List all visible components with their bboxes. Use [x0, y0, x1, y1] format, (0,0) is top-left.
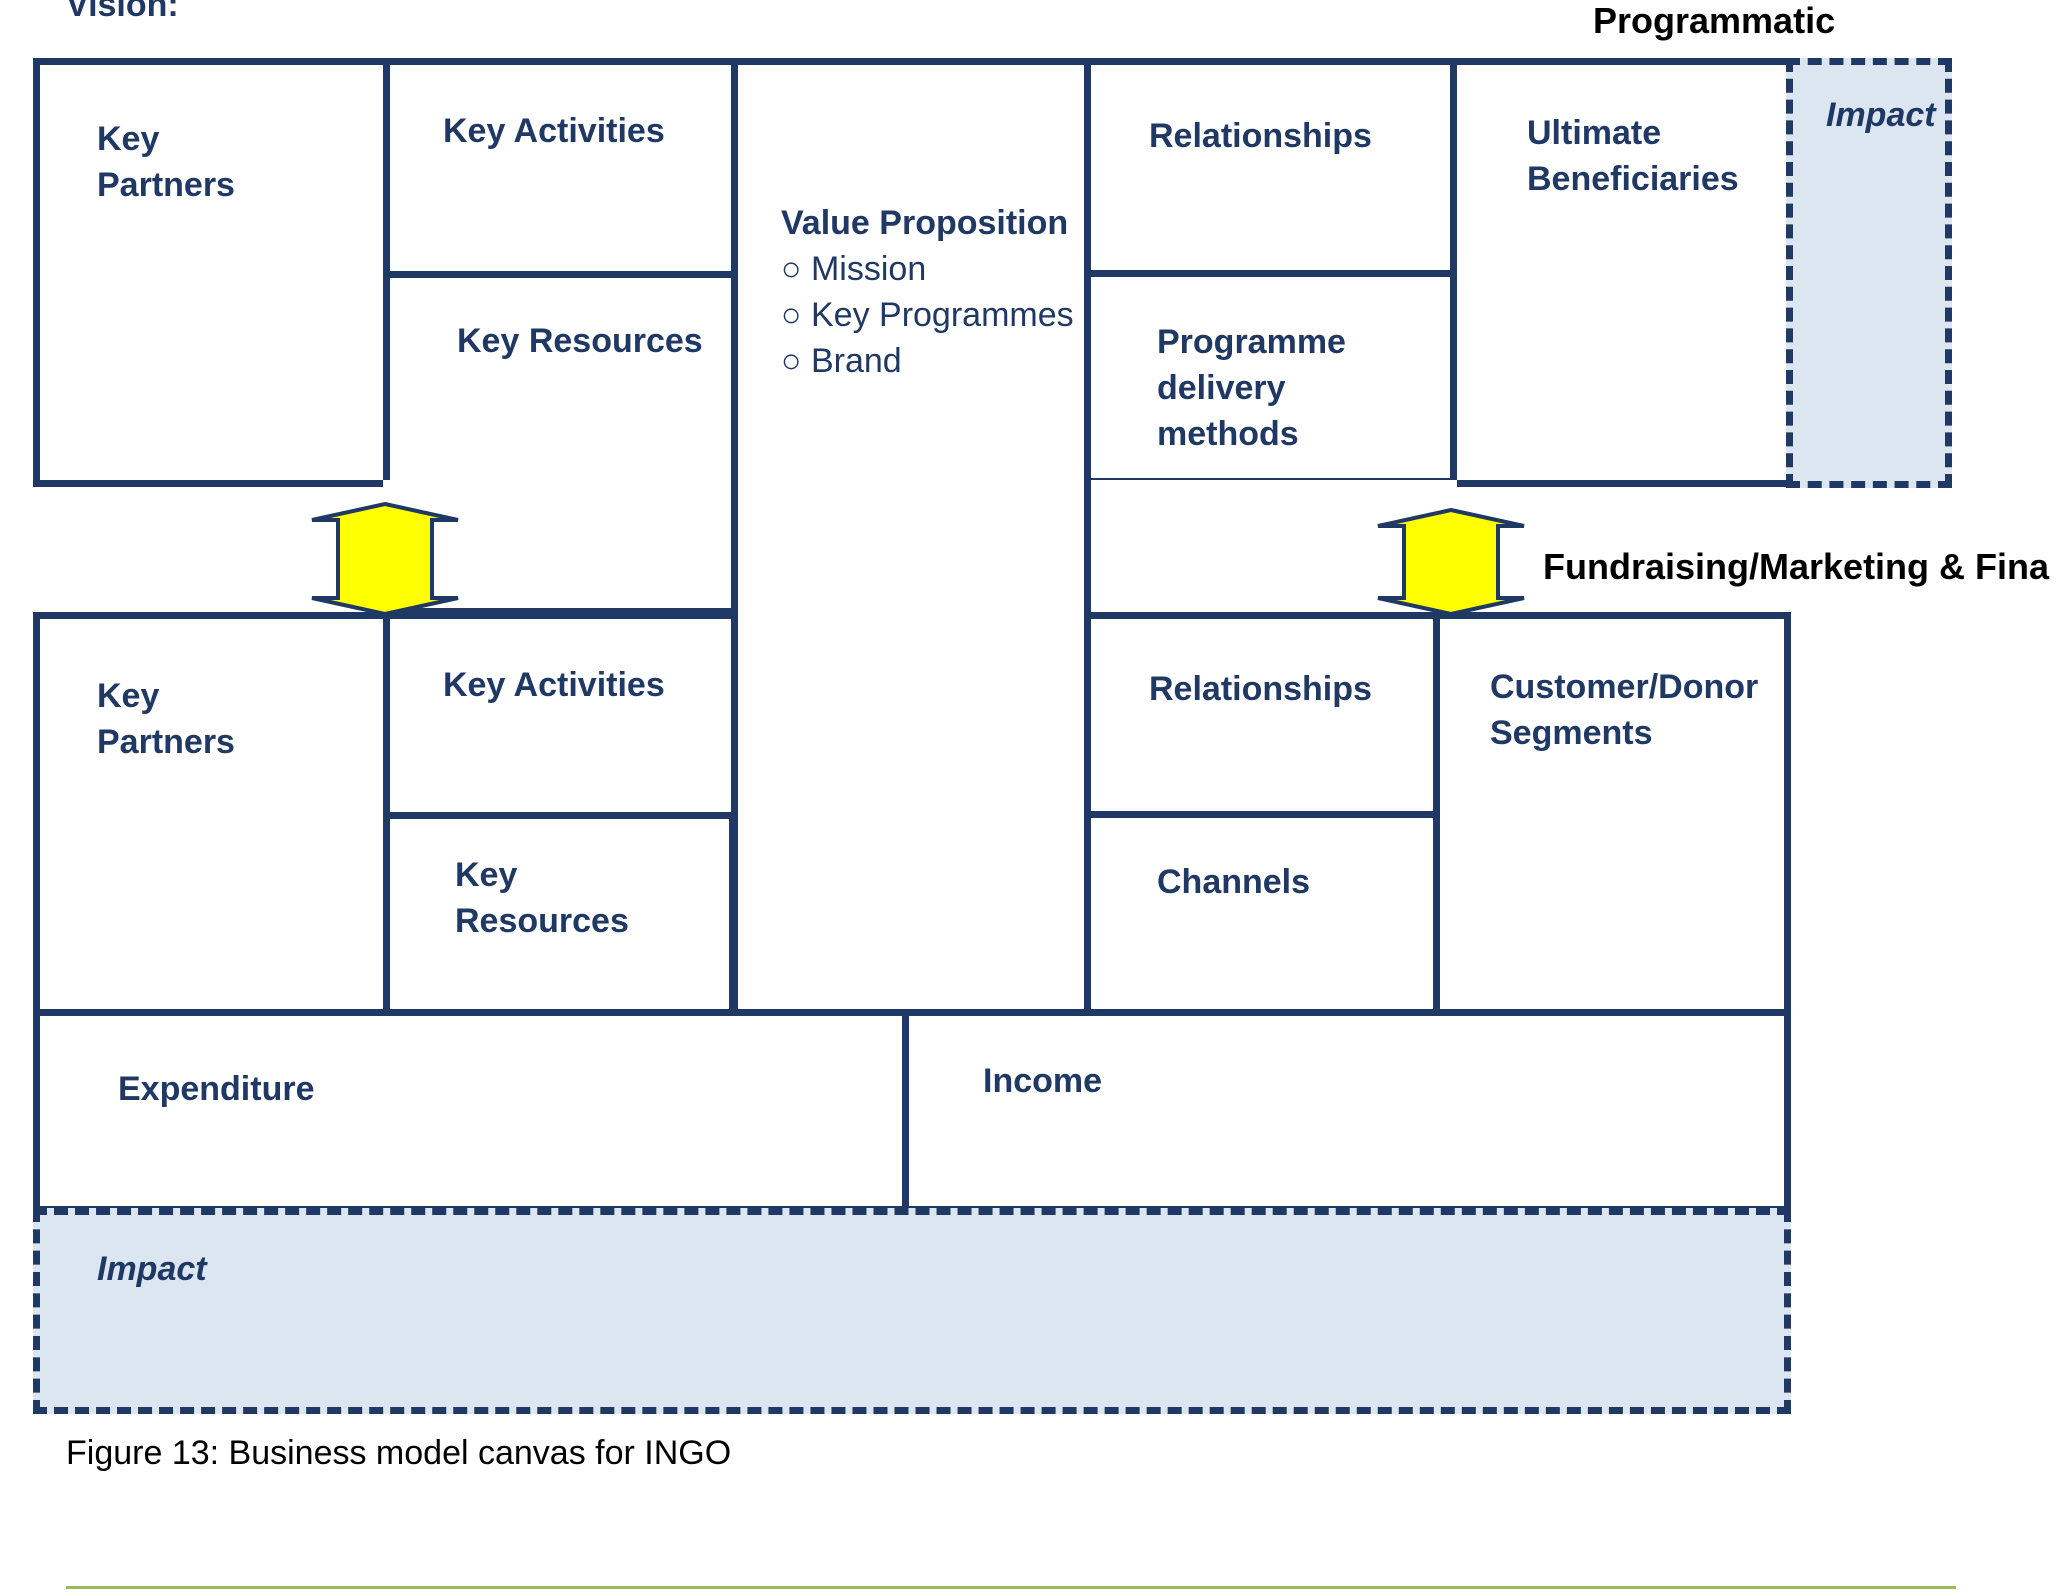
programmatic-key-partners-cell — [33, 58, 390, 487]
programmatic-relationships-cell — [1084, 58, 1457, 277]
value-proposition-item-key-programmes: ○ Key Programmes — [781, 296, 1074, 334]
programmatic-key-resources-cell — [383, 271, 738, 487]
income-label: Income — [983, 1062, 1103, 1100]
programmatic-heading: Programmatic — [1593, 0, 1836, 41]
programmatic-key-resources-label: Key Resources — [457, 322, 703, 360]
fundraising-key-partners-label: Key Partners — [97, 677, 235, 761]
programmatic-impact-label: Impact — [1826, 96, 1936, 134]
channels-label: Channels — [1157, 863, 1311, 901]
right-double-arrow-icon — [1377, 507, 1525, 617]
channels-cell — [1084, 811, 1440, 1016]
customer-donor-segments-label: Customer/Donor Segments — [1490, 668, 1759, 752]
programmatic-relationships-label: Relationships — [1149, 117, 1372, 155]
left-double-arrow-icon — [311, 501, 459, 617]
figure-caption: Figure 13: Business model canvas for ING… — [66, 1434, 732, 1472]
fundraising-relationships-label: Relationships — [1149, 670, 1372, 708]
fundraising-key-partners-cell — [33, 612, 390, 1016]
right-gap-frame — [1084, 480, 1457, 615]
left-gap-frame — [383, 480, 738, 615]
value-proposition-item-brand: ○ Brand — [781, 342, 902, 380]
programmatic-impact-cell — [1786, 58, 1952, 488]
programmatic-key-activities-label: Key Activities — [443, 112, 665, 150]
expenditure-label: Expenditure — [118, 1070, 315, 1108]
programmatic-key-partners-label: Key Partners — [97, 120, 235, 204]
value-proposition-title: Value Proposition — [781, 204, 1069, 242]
ultimate-beneficiaries-label: Ultimate Beneficiaries — [1527, 114, 1739, 198]
fundraising-key-activities-cell — [383, 612, 738, 819]
footer-rule — [66, 1586, 1956, 1589]
fundraising-relationships-cell — [1084, 612, 1440, 818]
fundraising-key-resources-label: Key Resources — [455, 856, 629, 940]
value-proposition-item-mission: ○ Mission — [781, 250, 927, 288]
customer-donor-segments-cell — [1433, 612, 1791, 1016]
vision-label: Vision: — [66, 0, 179, 24]
finance-impact-cell — [33, 1208, 1791, 1414]
programmatic-delivery-methods-label: Programme delivery methods — [1157, 323, 1346, 453]
fundraising-key-activities-label: Key Activities — [443, 666, 665, 704]
finance-impact-label: Impact — [97, 1250, 207, 1288]
fundraising-heading: Fundraising/Marketing & Fina — [1543, 546, 2050, 587]
income-cell — [902, 1009, 1791, 1213]
programmatic-key-activities-cell — [383, 58, 738, 278]
